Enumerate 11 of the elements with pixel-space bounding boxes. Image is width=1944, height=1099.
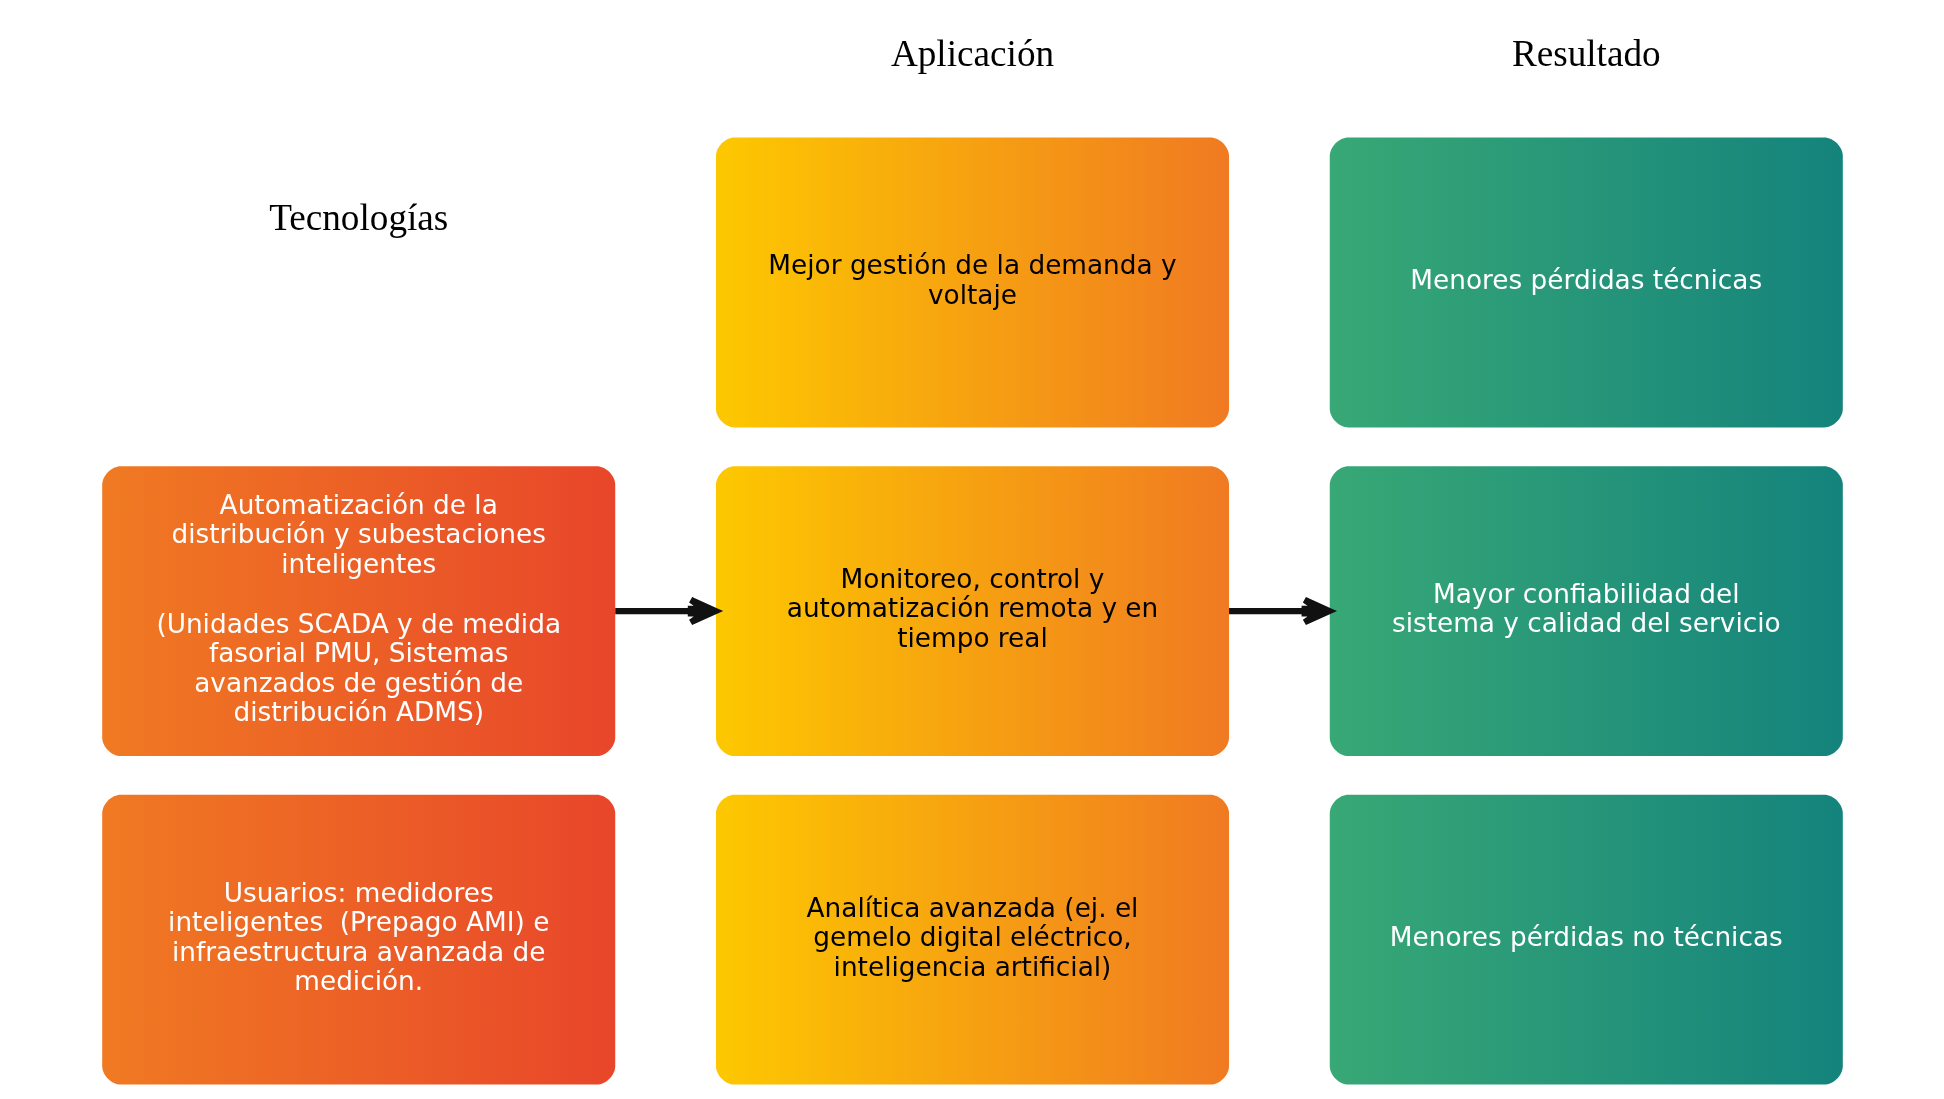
node-box: Automatización de la distribución y subestaciones inteligentes (Unidades SCADA y de medida fasorial PMU, Sistemas avanzados de gestión de distribución ADMS)	[101, 466, 615, 757]
label: Aplicación	[890, 32, 1054, 74]
node-box: Analítica avanzada (ej. el gemelo digital eléctrico, inteligencia artificial)	[715, 794, 1229, 1085]
node-box: Mejor gestión de la demanda y voltaje	[715, 137, 1229, 428]
label: Resultado	[1511, 32, 1661, 74]
node-box: Menores pérdidas técnicas	[1329, 137, 1843, 428]
node-box: Menores pérdidas no técnicas	[1329, 794, 1843, 1085]
node-box: Mayor confiabilidad del sistema y calidad del servicio	[1329, 466, 1843, 757]
label: Tecnologías	[268, 197, 448, 239]
node-box: Monitoreo, control y automatización remota y en tiempo real	[715, 466, 1229, 757]
node-box: Usuarios: medidores inteligentes (Prepago AMI) e infraestructura avanzada de medición.	[101, 794, 615, 1085]
